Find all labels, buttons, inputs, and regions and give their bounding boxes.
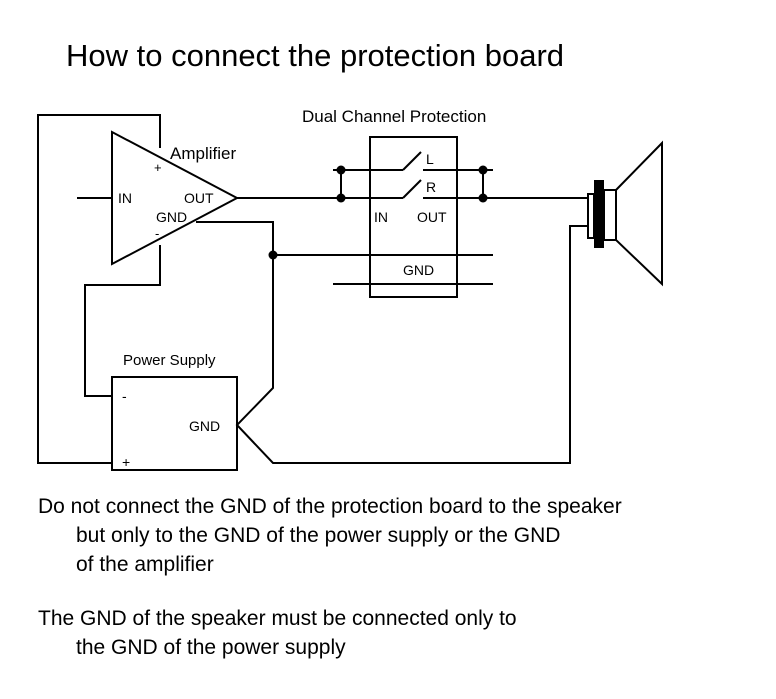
note-1-line-1: Do not connect the GND of the protection… [38,495,622,518]
protection-gnd-label: GND [403,262,434,278]
supply-minus-wire [84,245,161,397]
left-channel-switch [402,151,422,171]
right-channel-switch [402,179,422,199]
note-2-line-2: the GND of the power supply [76,636,346,659]
amplifier-label: Amplifier [170,144,236,163]
amplifier-gnd-wire [196,221,588,464]
amplifier-out-label: OUT [184,190,214,206]
speaker-plate [587,193,595,239]
amplifier-in-label: IN [118,190,132,206]
output-junction-dot-bottom [478,193,488,203]
amplifier-gnd-label: GND [156,209,187,225]
input-junction-dot-top [336,165,346,175]
power-supply: Power Supply - GND + [111,352,238,471]
power-supply-gnd-label: GND [189,418,220,434]
protection-out-label: OUT [417,209,447,225]
amplifier: Amplifier + - IN OUT GND [111,130,240,266]
supply-plus-wire [37,114,161,464]
page-title: How to connect the protection board [66,38,565,73]
protection-in-label: IN [374,209,388,225]
speaker-voice-coil [603,189,617,241]
note-protection-board-gnd: Do not connect the GND of the protection… [38,492,622,579]
power-supply-minus-label: - [122,388,127,404]
power-supply-plus-label: + [122,454,130,470]
amplifier-minus-label: - [155,226,159,241]
output-junction-dot-top [478,165,488,175]
note-speaker-gnd: The GND of the speaker must be connected… [38,604,517,662]
amplifier-plus-label: + [154,160,162,175]
speaker [587,140,663,287]
power-supply-label: Power Supply [123,352,216,369]
note-2-line-1: The GND of the speaker must be connected… [38,607,517,630]
note-1-line-3: of the amplifier [76,553,214,576]
speaker-magnet [594,180,604,248]
protection-board: Dual Channel Protection L R IN OUT GND [302,107,588,298]
protection-board-title: Dual Channel Protection [302,107,486,126]
ground-junction-dot [268,250,278,260]
speaker-cone [615,140,663,287]
power-supply-box [111,376,238,471]
wiring-diagram: Amplifier + - IN OUT GND Dual Channel Pr… [37,107,663,471]
protection-board-box [369,136,458,298]
left-channel-label: L [426,151,434,167]
right-channel-label: R [426,179,436,195]
note-1-line-2: but only to the GND of the power supply … [76,524,561,547]
input-junction-dot-bottom [336,193,346,203]
